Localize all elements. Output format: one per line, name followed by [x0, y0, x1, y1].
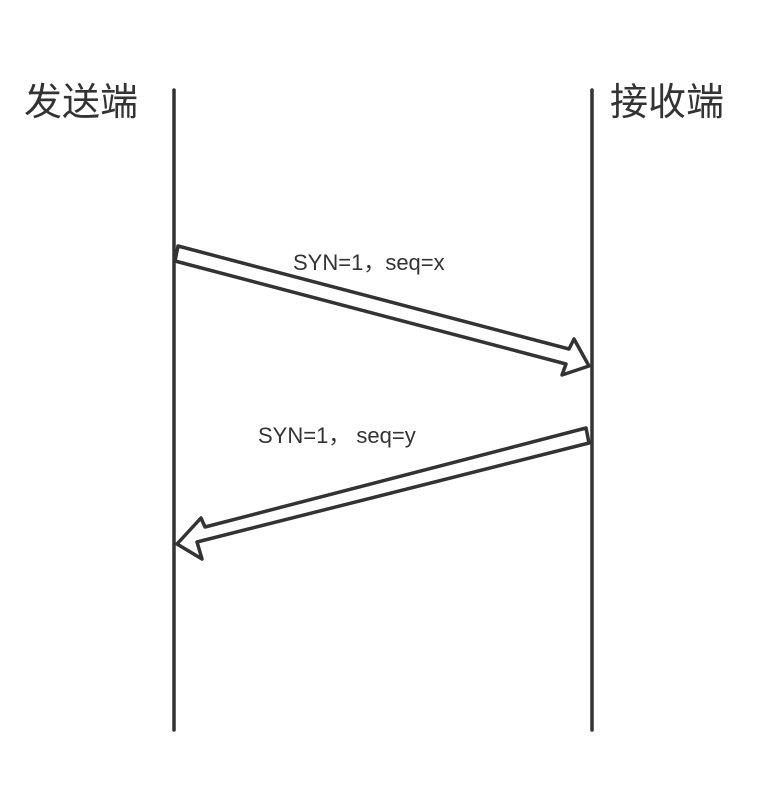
message-label-syn-x: SYN=1，seq=x — [293, 250, 445, 275]
sender-label: 发送端 — [24, 80, 139, 124]
receiver-label: 接收端 — [610, 80, 725, 124]
message-label-syn-y: SYN=1， seq=y — [258, 423, 416, 448]
message-arrow-syn-x — [173, 244, 591, 377]
message-arrow-syn-y — [175, 426, 591, 561]
